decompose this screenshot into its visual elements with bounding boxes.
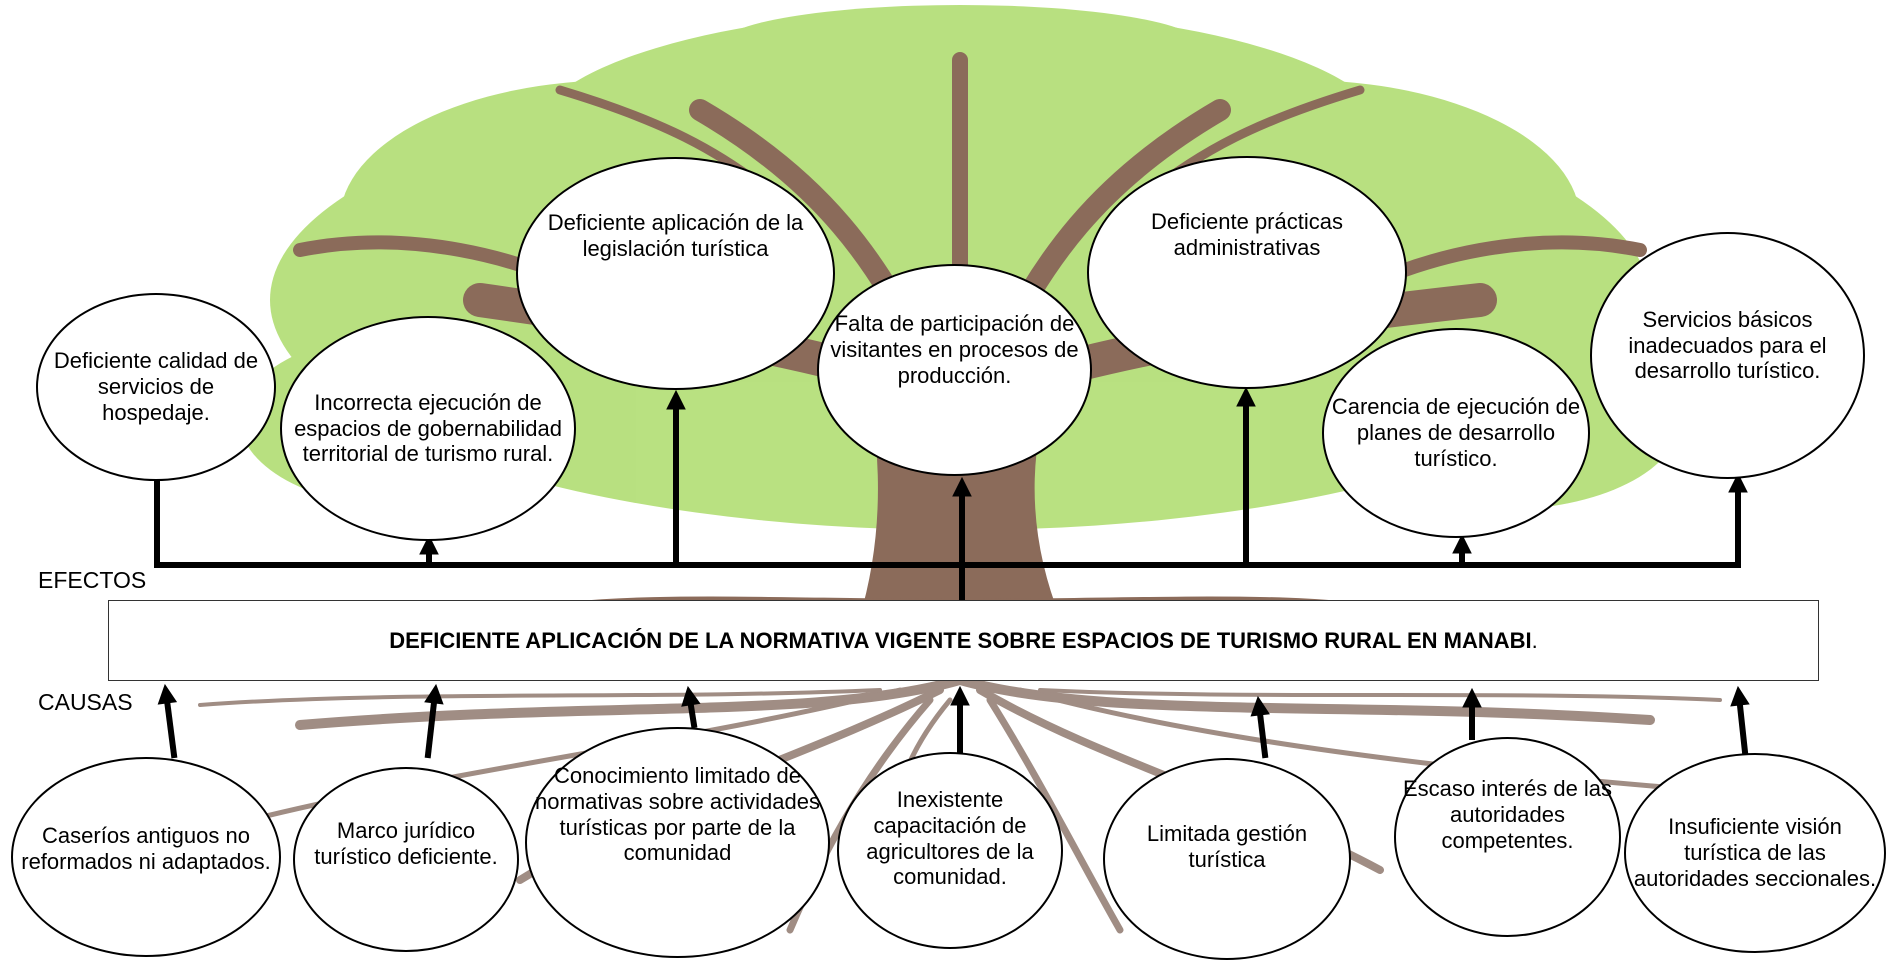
cause-node: Conocimiento limitado de normativas sobr…	[525, 727, 830, 958]
cause-arrowhead	[681, 685, 701, 707]
cause-node: Caseríos antiguos no reformados ni adapt…	[11, 757, 281, 957]
cause-node: Inexistente capacitación de agricultores…	[837, 752, 1063, 949]
effect-node: Carencia de ejecución de planes de desar…	[1322, 328, 1590, 538]
effect-node: Incorrecta ejecución de espacios de gobe…	[280, 316, 576, 541]
effect-text: Deficiente aplicación de la legislación …	[547, 209, 804, 261]
cause-arrow-line	[1256, 705, 1269, 759]
central-problem-period: .	[1531, 627, 1538, 653]
cause-text: Escaso interés de las autoridades compet…	[1402, 776, 1613, 853]
central-arrowhead	[952, 476, 972, 497]
effect-node: Servicios básicos inadecuados para el de…	[1590, 232, 1865, 479]
effect-node: Deficiente prácticas administrativas	[1087, 156, 1407, 389]
effect-arrowhead	[1452, 533, 1472, 554]
cause-text: Marco jurídico turístico deficiente.	[314, 817, 498, 869]
effect-arrowhead	[1728, 472, 1748, 493]
effect-text: Servicios básicos inadecuados para el de…	[1628, 306, 1827, 384]
causes-label: CAUSAS	[38, 689, 133, 715]
effects-label: EFECTOS	[38, 567, 147, 593]
central-problem-text: DEFICIENTE APLICACIÓN DE LA NORMATIVA VI…	[389, 628, 1538, 654]
arrows	[147, 386, 1750, 759]
effect-text: Deficiente calidad de servicios de hospe…	[53, 348, 259, 425]
cause-text: Insuficiente visión turística de las aut…	[1633, 814, 1877, 891]
cause-arrow-line	[1735, 695, 1749, 756]
effect-node: Deficiente aplicación de la legislación …	[516, 157, 835, 390]
cause-text: Caseríos antiguos no reformados ni adapt…	[21, 823, 271, 874]
effect-node: Falta de participación de visitantes en …	[817, 264, 1092, 476]
cause-text: Inexistente capacitación de agricultores…	[866, 786, 1034, 890]
effect-arrowhead	[666, 389, 686, 410]
cause-node: Insuficiente visión turística de las aut…	[1624, 753, 1886, 953]
cause-node: Escaso interés de las autoridades compet…	[1394, 737, 1621, 937]
cause-arrowhead	[950, 685, 970, 706]
cause-arrowhead	[1250, 695, 1270, 717]
cause-node: Limitada gestión turística	[1103, 758, 1351, 960]
cause-arrowhead	[424, 683, 444, 705]
effect-text: Deficiente prácticas administrativas	[1151, 208, 1343, 260]
cause-node: Marco jurídico turístico deficiente.	[293, 767, 519, 952]
cause-arrowhead	[1462, 687, 1482, 708]
cause-text: Limitada gestión turística	[1146, 821, 1308, 872]
cause-arrow-line	[424, 693, 438, 759]
cause-arrow-line	[163, 693, 178, 759]
effect-node: Deficiente calidad de servicios de hospe…	[36, 293, 276, 481]
central-problem-title: DEFICIENTE APLICACIÓN DE LA NORMATIVA VI…	[389, 627, 1532, 653]
effect-arrowhead	[419, 534, 439, 555]
effect-arrowhead	[1236, 386, 1256, 407]
effect-text: Falta de participación de visitantes en …	[830, 311, 1079, 388]
effect-text: Incorrecta ejecución de espacios de gobe…	[294, 389, 562, 467]
effect-text: Carencia de ejecución de planes de desar…	[1331, 394, 1581, 471]
cause-arrowhead	[1730, 685, 1750, 707]
cause-arrowhead	[157, 683, 178, 705]
central-problem-box: DEFICIENTE APLICACIÓN DE LA NORMATIVA VI…	[108, 600, 1819, 681]
cause-text: Conocimiento limitado de normativas sobr…	[535, 762, 820, 866]
